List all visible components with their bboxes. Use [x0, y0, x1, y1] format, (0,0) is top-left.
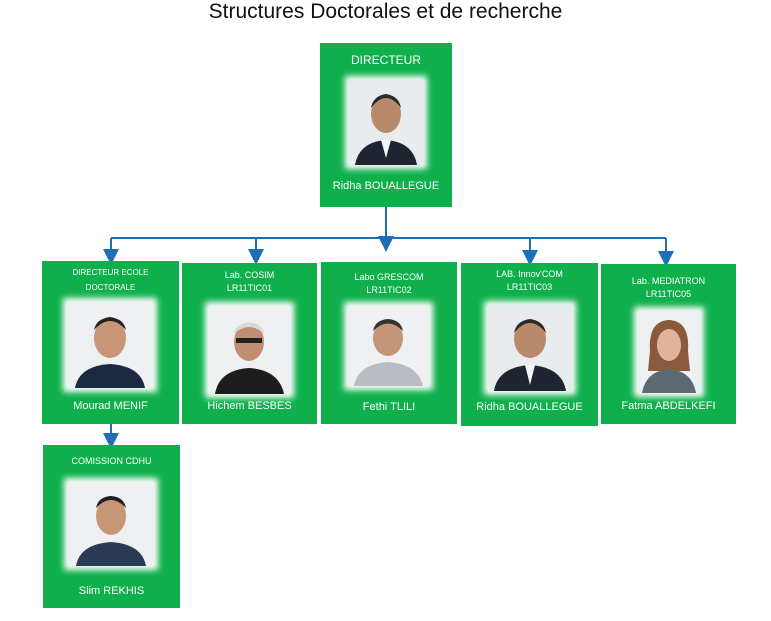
unit-name: Hichem BESBES [207, 400, 292, 412]
director-role: DIRECTEUR [350, 53, 421, 67]
person-silhouette-icon [68, 482, 154, 566]
director-name: Ridha BOUALLEGUE [332, 180, 440, 192]
commission-name: Slim REKHIS [78, 585, 145, 597]
commission-card: COMISSION CDHU Slim REKHIS [43, 445, 180, 608]
person-silhouette-icon [67, 302, 153, 388]
unit-name: Mourad MENIF [73, 400, 148, 412]
commission-photo [68, 482, 154, 566]
unit-photo [638, 311, 700, 393]
unit-photo [209, 306, 290, 394]
unit-role-line1: LAB. Innov'COM [496, 269, 563, 279]
unit-name: Ridha BOUALLEGUE [476, 401, 583, 413]
unit-role-line2: LR11TIC03 [506, 282, 553, 292]
unit-photo [348, 306, 429, 386]
director-photo [349, 80, 423, 165]
unit-card-grescom: Labo GRESCOM LR11TIC02 Fethi TLILI [321, 262, 457, 424]
person-silhouette-icon [638, 311, 700, 393]
unit-card-mediatron: Lab. MEDIATRON LR11TIC05 Fatma ABDELKEFI [601, 264, 736, 424]
person-silhouette-icon [488, 305, 572, 391]
person-silhouette-icon [209, 306, 290, 394]
unit-card-innovcom: LAB. Innov'COM LR11TIC03 Ridha BOUALLEGU… [461, 263, 598, 426]
unit-role-line1: Lab. MEDIATRON [631, 276, 706, 286]
unit-role-line2: LR11TIC01 [226, 283, 273, 293]
director-card: DIRECTEUR Ridha BOUALLEGUE [320, 43, 452, 207]
unit-name: Fethi TLILI [362, 401, 416, 413]
commission-role: COMISSION CDHU [71, 456, 152, 466]
unit-role-line1: DIRECTEUR ECOLE [72, 268, 149, 277]
unit-role-line1: Lab. COSIM [224, 270, 275, 280]
unit-role-line1: Labo GRESCOM [354, 272, 424, 282]
unit-card-cosim: Lab. COSIM LR11TIC01 Hichem BESBES [182, 263, 317, 424]
page-title: Structures Doctorales et de recherche [208, 0, 563, 23]
unit-name: Fatma ABDELKEFI [621, 400, 716, 412]
person-silhouette-icon [348, 306, 429, 386]
unit-role-line2: LR11TIC05 [645, 289, 692, 299]
unit-role-line2: DOCTORALE [85, 283, 136, 292]
unit-photo [488, 305, 572, 391]
unit-card-ecole-doctorale: DIRECTEUR ECOLE DOCTORALE Mourad MENIF [42, 261, 179, 424]
person-silhouette-icon [349, 80, 423, 165]
unit-photo [67, 302, 153, 388]
unit-role-line2: LR11TIC02 [366, 285, 412, 295]
